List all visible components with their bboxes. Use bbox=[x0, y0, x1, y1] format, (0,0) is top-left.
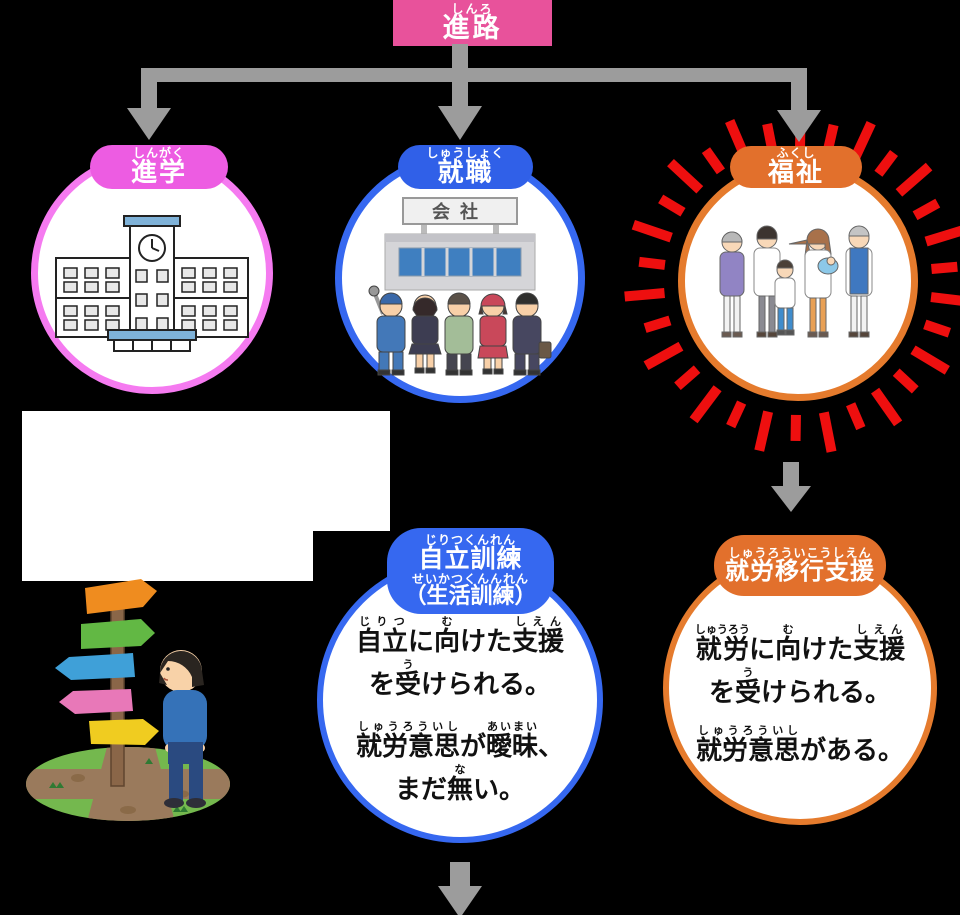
shushoku-label: 就職 bbox=[437, 157, 494, 188]
sign-arrow-blue bbox=[55, 653, 135, 680]
iko-label: 就労移行支援 bbox=[725, 557, 875, 586]
worker-apron-woman bbox=[477, 293, 509, 375]
iko-line-2: を受うけられる。 bbox=[708, 666, 892, 708]
arrow-down-shingaku bbox=[127, 80, 171, 140]
company-sign bbox=[402, 197, 518, 225]
company-workers-illustration: 会社 bbox=[368, 197, 552, 376]
arrow-down-shushoku bbox=[438, 80, 482, 140]
root-furigana: しんろ bbox=[451, 1, 494, 16]
family-mother-with-baby bbox=[788, 228, 839, 338]
person-at-crossroads-illustration bbox=[26, 579, 230, 821]
shingaku-label: 進学 bbox=[130, 157, 187, 188]
jiritsu-line-3: 就労意思しゅうろういしが曖昧あいまい、 bbox=[355, 720, 565, 762]
fukushi-furigana: ふくし bbox=[776, 146, 816, 161]
sign-arrow-orange bbox=[85, 579, 157, 614]
shingaku-furigana: しんがく bbox=[132, 146, 185, 161]
worker-green-jacket-man bbox=[444, 292, 474, 376]
worker-suit-woman bbox=[408, 294, 442, 374]
detail-circle-shuro-iko-shien bbox=[663, 551, 937, 825]
white-backdrop bbox=[22, 531, 313, 581]
sign-arrow-yellow bbox=[89, 719, 159, 745]
crossroads-ground bbox=[26, 747, 230, 821]
detail-label-jiritsu-kunren: じりつくんれん 自立訓練 せいかつくんんれん （生活訓練） bbox=[387, 528, 554, 614]
jiritsu-line-2: を受うけられる。 bbox=[368, 658, 552, 700]
family-grandfather bbox=[845, 225, 873, 338]
signpost-arrows bbox=[55, 579, 159, 745]
worker-suit-man bbox=[512, 292, 552, 376]
jiritsu-label: 自立訓練 bbox=[418, 544, 523, 574]
iko-description: 就労しゅうろうに向むけた支援しえん を受うけられる。 就労意思しゅうろういしがあ… bbox=[663, 620, 937, 767]
root-node-shinro: しんろ 進路 bbox=[393, 0, 552, 46]
family-grandmother bbox=[719, 231, 745, 338]
iko-line-1: 就労しゅうろうに向むけた支援しえん bbox=[694, 623, 906, 665]
family-boy bbox=[774, 259, 796, 336]
branch-bar bbox=[141, 68, 807, 82]
jiritsu-furigana: じりつくんれん bbox=[424, 532, 517, 547]
seikatsu-label: （生活訓練） bbox=[404, 584, 537, 610]
root-label: 進路 bbox=[442, 13, 503, 45]
branch-label-shingaku: しんがく 進学 bbox=[90, 145, 228, 189]
branch-label-fukushi: ふくし 福祉 bbox=[730, 146, 862, 188]
white-backdrop bbox=[22, 411, 390, 531]
iko-furigana: しゅうろういこうしえん bbox=[728, 545, 872, 560]
root-stem bbox=[452, 44, 468, 70]
standing-person bbox=[159, 650, 207, 808]
company-building: 会社 bbox=[384, 197, 536, 291]
detail-label-shuro-iko-shien: しゅうろういこうしえん 就労移行支援 bbox=[714, 535, 886, 596]
family-illustration bbox=[719, 225, 873, 338]
company-sign-text: 会社 bbox=[432, 201, 488, 223]
seikatsu-furigana: せいかつくんんれん bbox=[411, 571, 529, 586]
sign-arrow-pink bbox=[59, 689, 133, 714]
school-building-illustration bbox=[55, 215, 249, 352]
briefcase-icon bbox=[538, 341, 552, 359]
jiritsu-line-1: 自立じりつに向むけた支援しえん bbox=[355, 615, 565, 657]
branch-circle-fukushi bbox=[678, 161, 918, 401]
shushoku-furigana: しゅうしょく bbox=[426, 146, 505, 161]
worker-mechanic bbox=[368, 285, 406, 376]
branch-label-shushoku: しゅうしょく 就職 bbox=[398, 145, 533, 189]
iko-line-3: 就労意思しゅうろういしがある。 bbox=[695, 724, 905, 766]
arrow-down-bottom bbox=[438, 862, 482, 915]
jiritsu-line-4: まだ無ない。 bbox=[394, 763, 526, 805]
workers-group bbox=[368, 285, 552, 376]
sign-arrow-green bbox=[81, 619, 155, 649]
family-father bbox=[753, 225, 781, 338]
fukushi-label: 福祉 bbox=[767, 157, 824, 188]
jiritsu-description: 自立じりつに向むけた支援しえん を受うけられる。 就労意思しゅうろういしが曖昧あ… bbox=[317, 612, 603, 806]
